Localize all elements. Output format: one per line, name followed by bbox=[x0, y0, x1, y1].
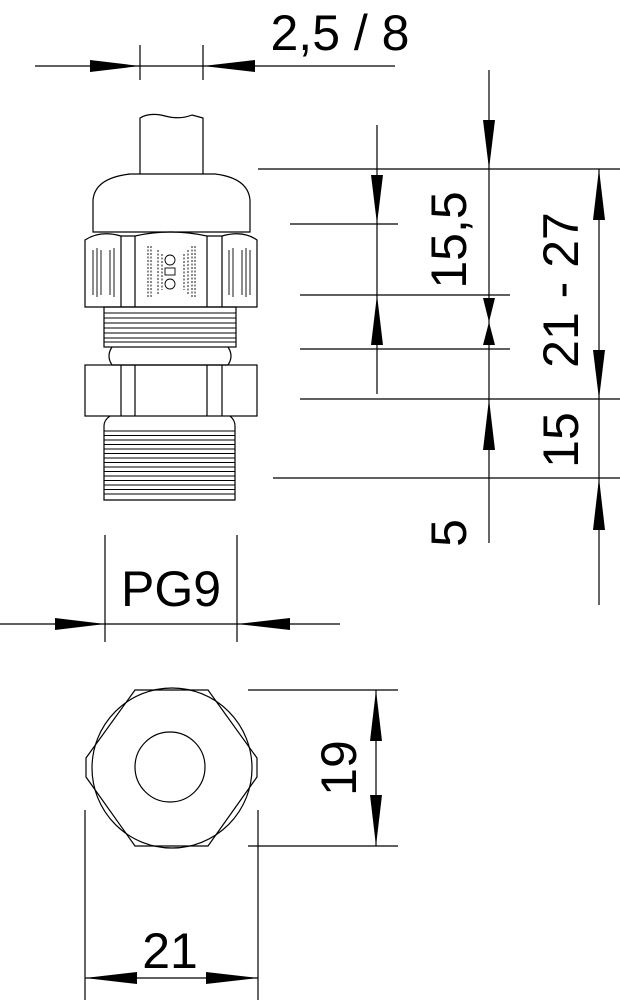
dim-cap-height: 15,5 bbox=[421, 191, 477, 288]
inner-bore bbox=[134, 731, 206, 803]
lower-hex-body bbox=[84, 364, 258, 417]
lower-thread bbox=[103, 415, 236, 501]
dim-across-corners: 21 bbox=[142, 923, 198, 979]
dim-thread-size: PG9 bbox=[121, 561, 221, 617]
upper-hex-nut bbox=[84, 231, 258, 308]
dimension-lines bbox=[0, 45, 620, 642]
top-view-dimensions bbox=[84, 689, 398, 1000]
cable bbox=[139, 113, 204, 174]
neck bbox=[108, 346, 232, 366]
gland-side-view bbox=[84, 113, 258, 501]
dome-cap bbox=[92, 173, 251, 233]
dim-total-height: 21 - 27 bbox=[533, 212, 589, 368]
dim-lower-offset: 5 bbox=[421, 519, 477, 547]
dim-cable-range: 2,5 / 8 bbox=[271, 5, 410, 61]
gland-top-view bbox=[85, 687, 258, 849]
obo-logo bbox=[164, 254, 176, 290]
outer-circle bbox=[91, 687, 253, 849]
dim-thread-length: 15 bbox=[533, 412, 589, 468]
upper-thread bbox=[103, 306, 237, 348]
dim-across-flats: 19 bbox=[311, 740, 367, 796]
